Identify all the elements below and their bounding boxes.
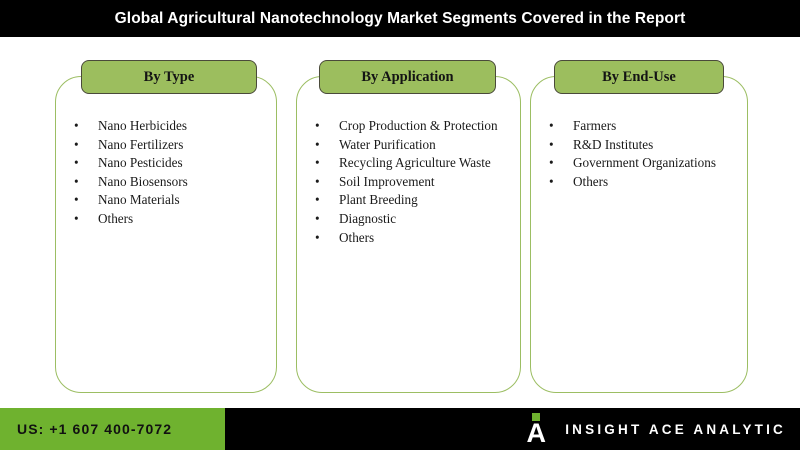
list-item-label: Farmers <box>573 118 617 133</box>
list-item-label: Nano Pesticides <box>98 155 183 171</box>
bullet-icon: • <box>549 136 554 152</box>
segment-card-by-type: By Type • Nano Herbicides • Nano Fertilize… <box>55 60 277 393</box>
bullet-icon: • <box>549 155 554 171</box>
bullet-icon: • <box>549 118 554 133</box>
segment-list: • Nano Herbicides • Nano Fertilizers • Nano… <box>56 117 276 229</box>
bullet-icon: • <box>74 192 79 208</box>
list-item-label: Water Purification <box>339 136 436 152</box>
bullet-icon: • <box>315 229 320 245</box>
list-item-label: Plant Breeding <box>339 192 418 208</box>
segment-card-header: By Type <box>81 60 257 94</box>
segment-card-title: By Type <box>143 68 195 85</box>
list-item: • Plant Breeding <box>311 191 512 209</box>
bullet-icon: • <box>315 136 320 152</box>
bullet-icon: • <box>315 192 320 208</box>
bullet-icon: • <box>315 118 320 133</box>
bullet-icon: • <box>74 118 79 133</box>
segment-card-title: By Application <box>361 68 454 85</box>
bullet-icon: • <box>315 173 320 189</box>
list-item: • Nano Pesticides <box>70 154 268 172</box>
segment-list: • Farmers • R&D Institutes • Government Org… <box>531 117 747 191</box>
list-item: • Crop Production & Protection <box>311 117 512 135</box>
logo-letter: A <box>526 418 546 448</box>
segment-list: • Crop Production & Protection • Water Pur… <box>297 117 520 247</box>
segment-card-title: By End-Use <box>602 68 676 85</box>
list-item-label: Recycling Agriculture Waste <box>339 155 491 171</box>
list-item-label: R&D Institutes <box>573 136 654 152</box>
list-item: • Nano Herbicides <box>70 117 268 135</box>
list-item: • R&D Institutes <box>545 136 739 154</box>
footer-bar: US: +1 607 400-7072 A INSIGHT ACE ANALYT… <box>0 408 800 450</box>
list-item: • Others <box>545 173 739 191</box>
list-item-label: Nano Fertilizers <box>98 136 184 152</box>
list-item-label: Others <box>573 173 609 189</box>
page-title: Global Agricultural Nanotechnology Marke… <box>114 9 686 27</box>
list-item: • Recycling Agriculture Waste <box>311 154 512 172</box>
brand-name-label: INSIGHT ACE ANALYTIC <box>565 421 786 437</box>
list-item: • Government Organizations <box>545 154 739 172</box>
bullet-icon: • <box>549 173 554 189</box>
list-item: • Diagnostic <box>311 210 512 228</box>
segments-container: By Type • Nano Herbicides • Nano Fertilize… <box>0 37 800 408</box>
list-item: • Others <box>70 210 268 228</box>
list-item: • Others <box>311 229 512 247</box>
insightace-logo-icon: A <box>523 412 549 448</box>
list-item-label: Nano Herbicides <box>98 118 187 133</box>
contact-phone-block[interactable]: US: +1 607 400-7072 <box>0 408 225 450</box>
title-bar: Global Agricultural Nanotechnology Marke… <box>0 0 800 37</box>
list-item: • Nano Fertilizers <box>70 136 268 154</box>
bullet-icon: • <box>315 155 320 171</box>
brand-logo: A INSIGHT ACE ANALYTIC <box>523 408 786 450</box>
list-item-label: Soil Improvement <box>339 173 435 189</box>
list-item-label: Government Organizations <box>573 155 716 171</box>
list-item-label: Nano Materials <box>98 192 180 208</box>
bullet-icon: • <box>74 173 79 189</box>
bullet-icon: • <box>74 155 79 171</box>
bullet-icon: • <box>74 136 79 152</box>
bullet-icon: • <box>315 210 320 226</box>
bullet-icon: • <box>74 210 79 226</box>
list-item-label: Others <box>339 229 375 245</box>
list-item: • Nano Biosensors <box>70 173 268 191</box>
list-item-label: Diagnostic <box>339 210 397 226</box>
logo-dot-icon <box>532 413 541 421</box>
segment-card-header: By Application <box>319 60 496 94</box>
list-item-label: Crop Production & Protection <box>339 118 498 133</box>
segment-card-by-end-use: By End-Use • Farmers • R&D Institutes • Gov… <box>530 60 748 393</box>
list-item: • Farmers <box>545 117 739 135</box>
segment-card-header: By End-Use <box>554 60 724 94</box>
list-item: • Nano Materials <box>70 191 268 209</box>
list-item-label: Nano Biosensors <box>98 173 188 189</box>
list-item-label: Others <box>98 210 134 226</box>
contact-phone-label: US: +1 607 400-7072 <box>17 421 173 437</box>
segment-card-by-application: By Application • Crop Production & Protec… <box>296 60 521 393</box>
list-item: • Soil Improvement <box>311 173 512 191</box>
list-item: • Water Purification <box>311 136 512 154</box>
